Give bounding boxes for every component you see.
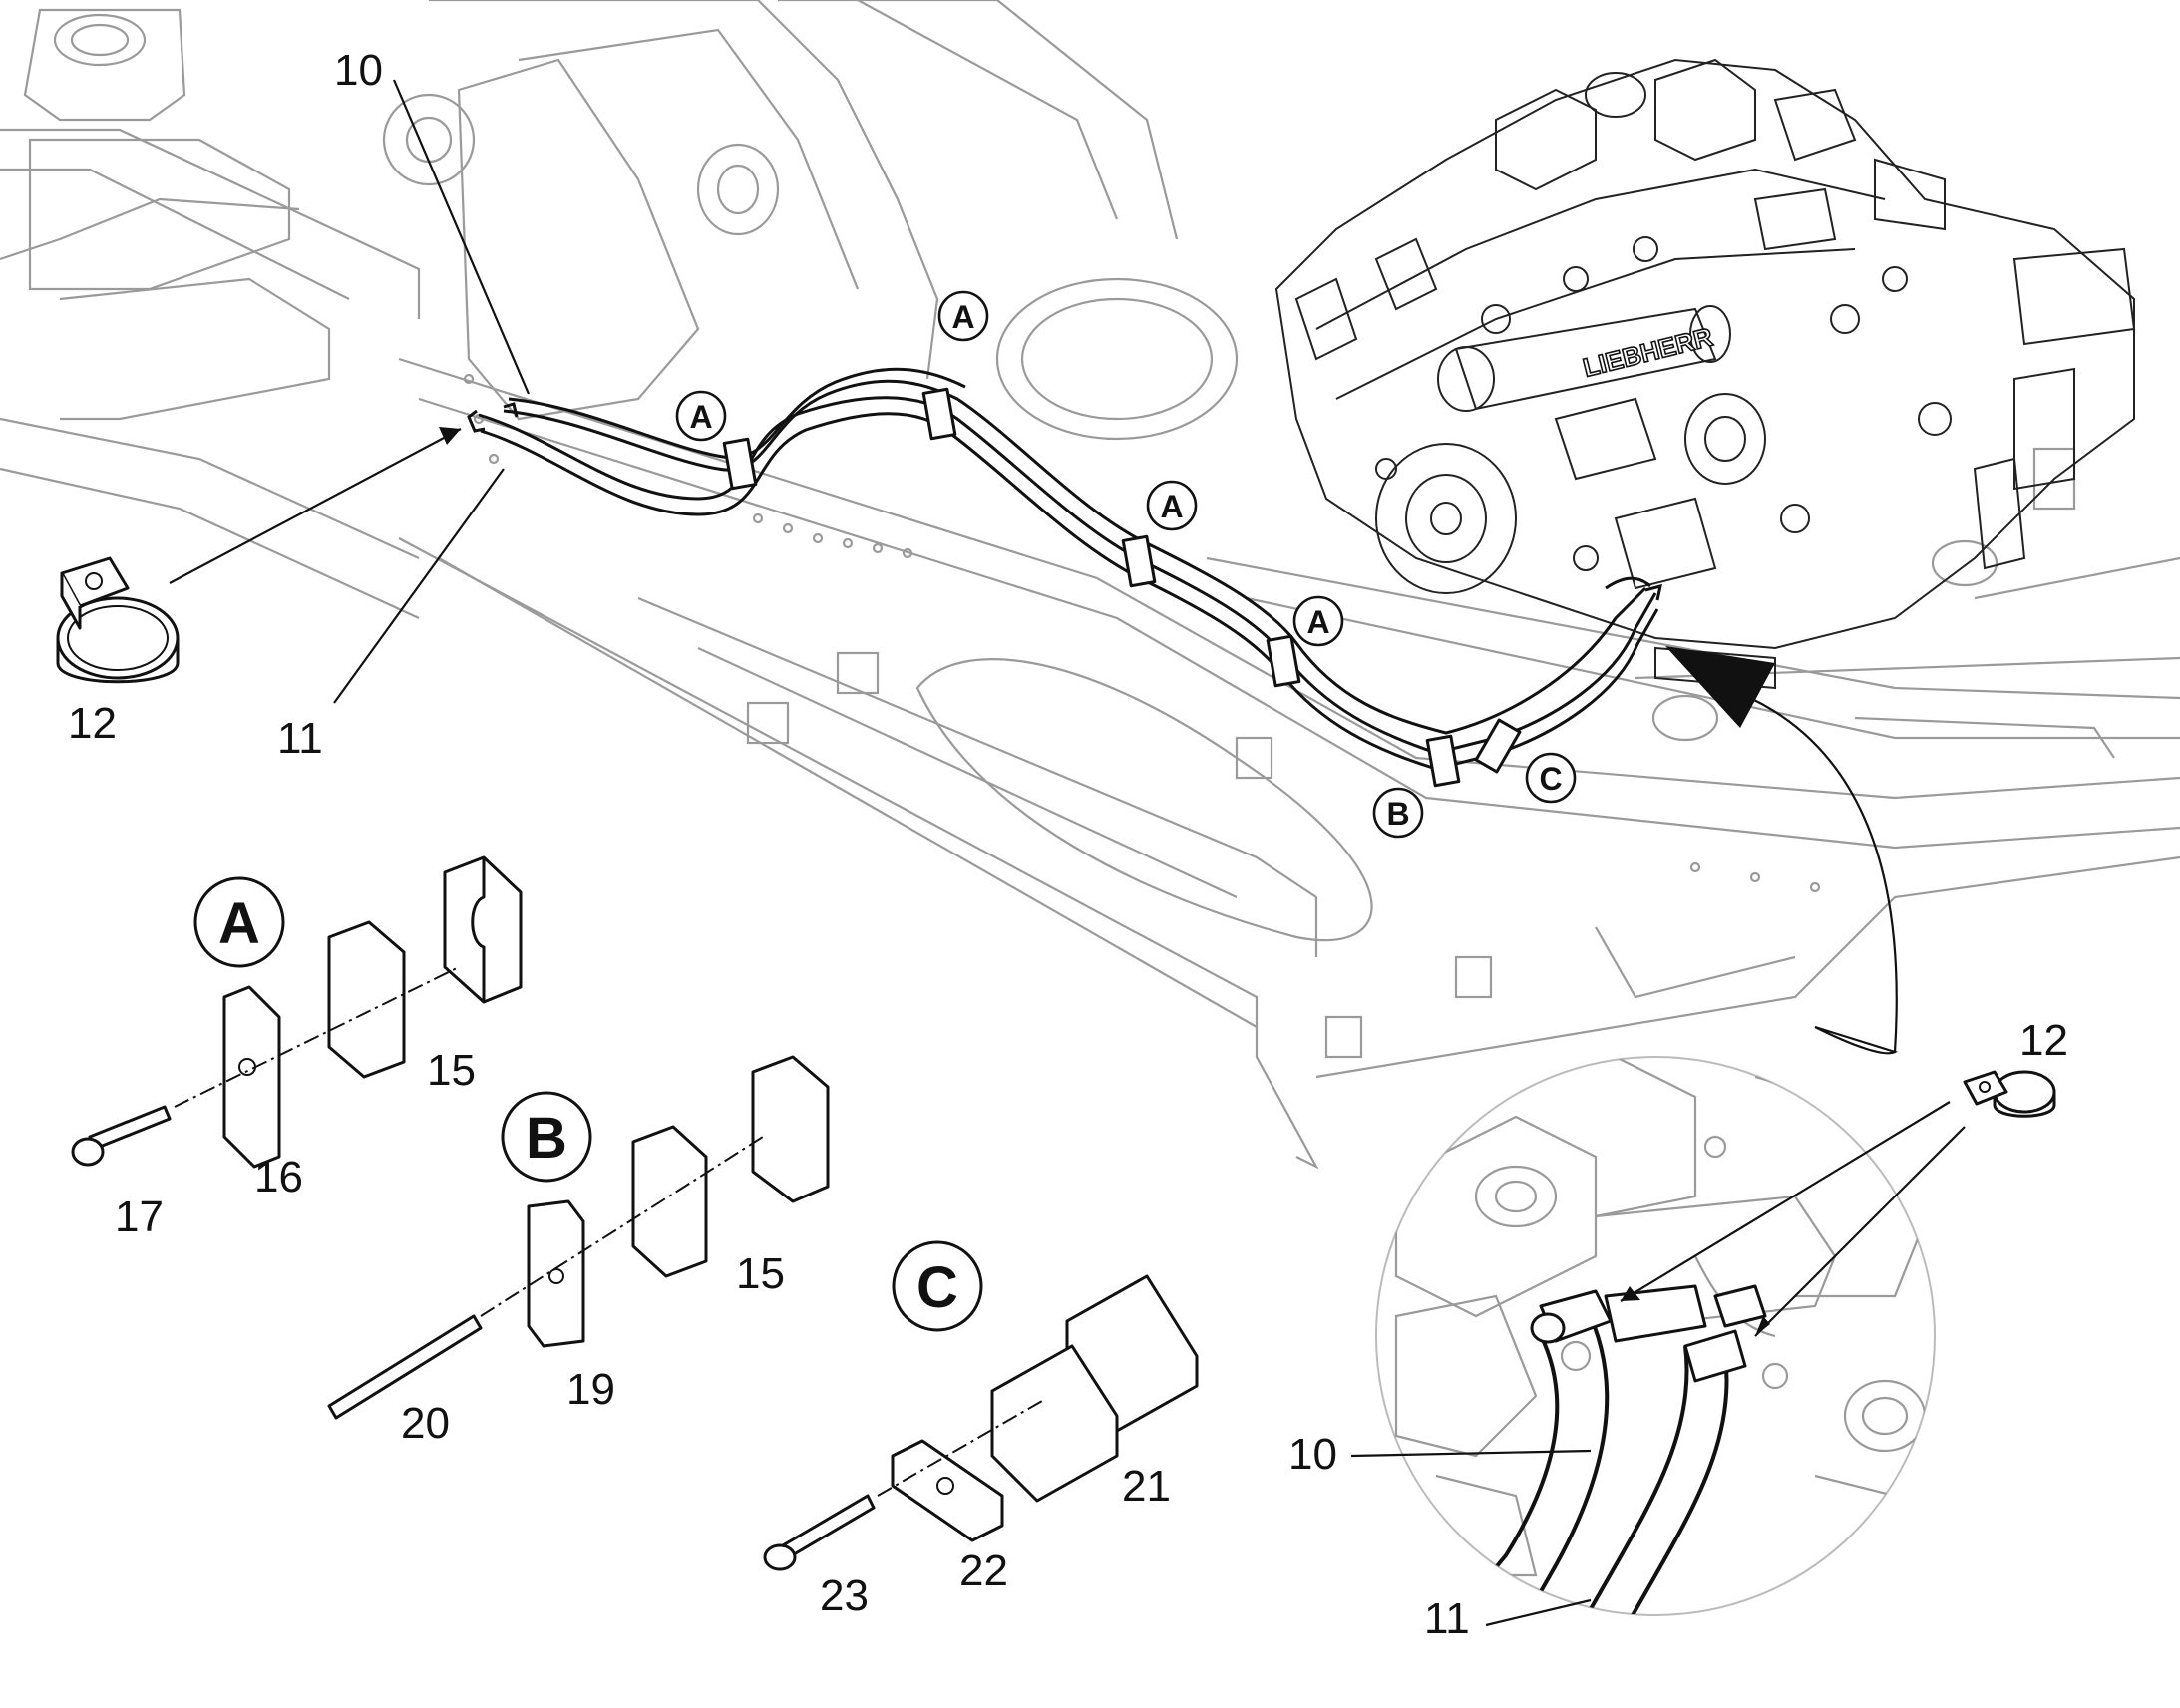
label-17: 17 xyxy=(115,1193,164,1241)
clamp-group-a: A xyxy=(71,855,523,1169)
detail-pointer-curve xyxy=(1749,697,1898,1053)
group-callout-a: A xyxy=(193,876,285,968)
clamp-group-c: C xyxy=(763,1240,1199,1571)
route-callout-a-2: A xyxy=(937,290,989,342)
svg-text:B: B xyxy=(1386,796,1409,832)
part-labels: 10 11 12 15 16 17 15 19 20 21 22 23 12 1… xyxy=(68,46,2068,1643)
label-15-a: 15 xyxy=(427,1046,476,1095)
route-callout-b: B xyxy=(1372,787,1424,839)
clamp-group-b: B xyxy=(327,1055,830,1420)
label-12-left: 12 xyxy=(68,699,117,748)
group-callout-c: C xyxy=(892,1240,983,1332)
route-callout-a-3: A xyxy=(1146,480,1198,531)
route-clamps xyxy=(722,387,1522,788)
label-22: 22 xyxy=(959,1546,1008,1595)
label-11-detail: 11 xyxy=(1424,1594,1470,1643)
detail-pointer-triangle xyxy=(1665,646,1775,728)
label-10-detail: 10 xyxy=(1288,1430,1337,1479)
engine: LIEBHERR xyxy=(1274,58,2136,690)
svg-text:C: C xyxy=(1539,761,1562,797)
hose-clamp-12-detail xyxy=(1963,1070,2056,1118)
label-16: 16 xyxy=(254,1153,303,1201)
svg-text:C: C xyxy=(916,1255,958,1320)
label-23: 23 xyxy=(820,1571,869,1620)
hose-11-route xyxy=(503,379,1647,735)
route-callouts: A A A A B C xyxy=(675,290,1577,839)
label-19: 19 xyxy=(566,1365,615,1414)
label-10-top: 10 xyxy=(334,46,383,95)
group-callout-b: B xyxy=(501,1091,592,1183)
chassis-frame xyxy=(0,0,2180,1170)
route-callout-a-1: A xyxy=(675,390,727,442)
hose-route xyxy=(467,367,1659,788)
svg-text:A: A xyxy=(689,399,712,435)
svg-text:A: A xyxy=(1306,604,1329,640)
label-15-b: 15 xyxy=(736,1249,785,1298)
detail-view xyxy=(1375,1056,1936,1616)
svg-text:B: B xyxy=(526,1106,567,1171)
label-20: 20 xyxy=(401,1399,450,1448)
label-21: 21 xyxy=(1122,1462,1171,1511)
label-12-detail: 12 xyxy=(2019,1016,2068,1065)
svg-text:A: A xyxy=(218,891,260,956)
route-callout-c: C xyxy=(1525,752,1577,804)
svg-text:A: A xyxy=(951,299,974,335)
label-11-left: 11 xyxy=(277,714,323,763)
hose-clamp-12-left xyxy=(56,556,180,684)
route-callout-a-4: A xyxy=(1292,595,1344,647)
leader-lines xyxy=(169,79,1966,1627)
svg-text:A: A xyxy=(1160,489,1183,524)
